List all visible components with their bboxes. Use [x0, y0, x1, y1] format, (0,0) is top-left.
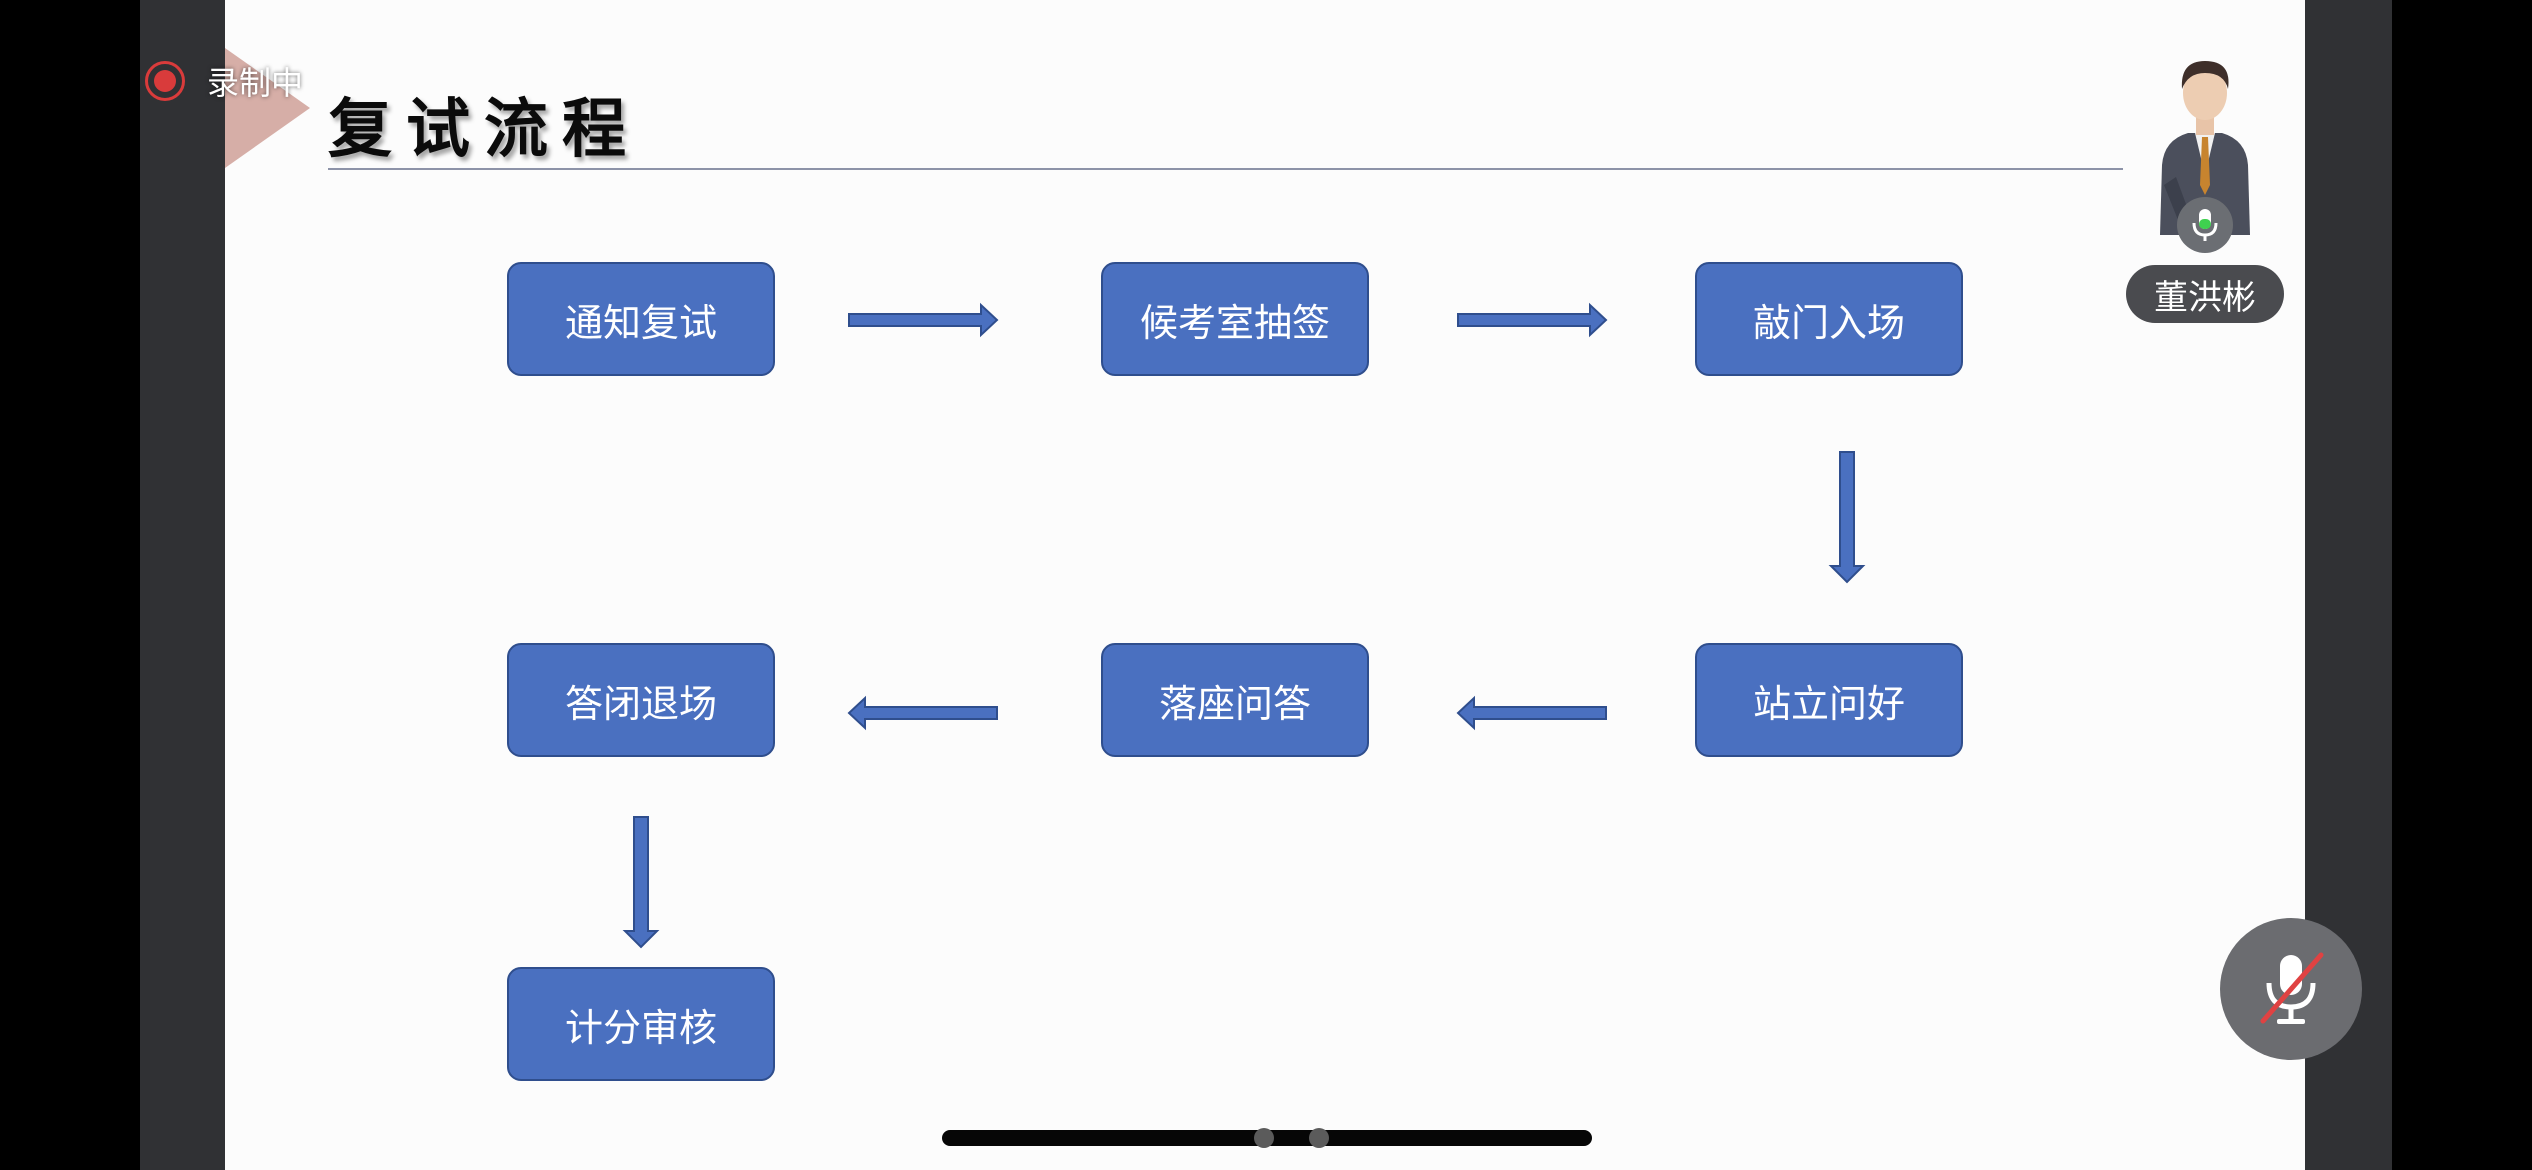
participant-avatar[interactable] — [2150, 45, 2260, 235]
microphone-muted-icon — [2260, 952, 2324, 1024]
flow-step-3: 敲门入场 — [1695, 262, 1963, 376]
flow-step-7: 计分审核 — [507, 967, 775, 1081]
slide-title: 复试流程 — [328, 93, 640, 167]
arrow-right-icon — [1457, 302, 1608, 338]
arrow-left-icon — [1456, 695, 1607, 731]
microphone-icon — [2192, 209, 2218, 241]
page-dot[interactable] — [1254, 1128, 1274, 1148]
flow-step-2: 候考室抽签 — [1101, 262, 1369, 376]
recording-label: 录制中 — [207, 64, 304, 102]
record-icon — [145, 61, 185, 101]
title-accent-triangle — [225, 48, 310, 168]
flow-step-5: 落座问答 — [1101, 643, 1369, 757]
arrow-right-icon — [848, 302, 999, 338]
arrow-down-icon — [622, 816, 660, 949]
page-dot[interactable] — [1309, 1128, 1329, 1148]
mute-toggle-button[interactable] — [2220, 918, 2362, 1060]
title-divider — [328, 168, 2123, 170]
participant-name: 董洪彬 — [2126, 265, 2284, 323]
flow-step-1: 通知复试 — [507, 262, 775, 376]
shared-slide: 复试流程 通知复试 候考室抽签 敲门入场 答闭退场 落座问答 站立问好 计分审核 — [225, 0, 2305, 1170]
arrow-left-icon — [847, 695, 998, 731]
flow-step-6: 答闭退场 — [507, 643, 775, 757]
recording-indicator: 录制中 — [145, 58, 303, 104]
arrow-down-icon — [1828, 451, 1866, 584]
flow-step-4: 站立问好 — [1695, 643, 1963, 757]
participant-mic-status — [2177, 197, 2233, 253]
left-letterbox — [140, 0, 225, 1170]
